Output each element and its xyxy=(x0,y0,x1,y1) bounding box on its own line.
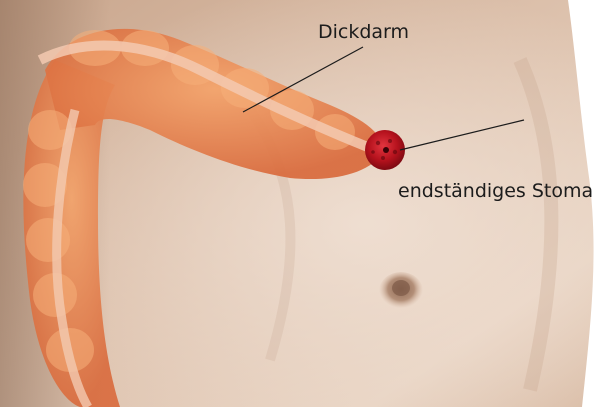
stoma-label: endständiges Stoma xyxy=(398,182,593,201)
stoma-illustration xyxy=(365,130,405,170)
colon-label: Dickdarm xyxy=(318,23,409,42)
